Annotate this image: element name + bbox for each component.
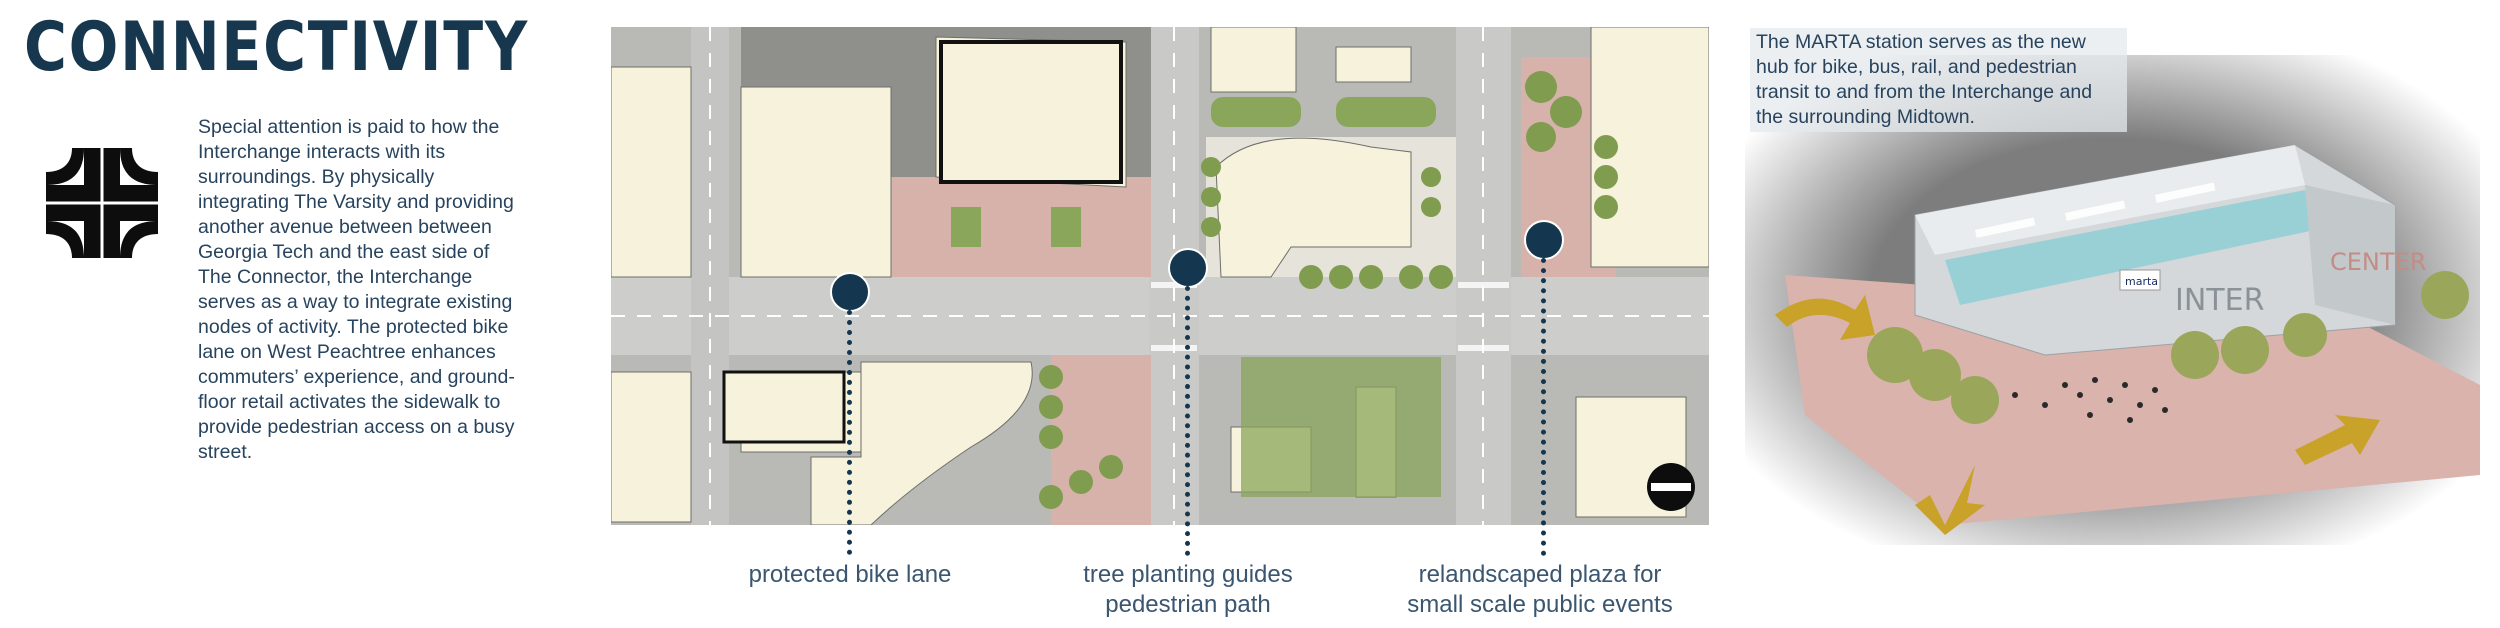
marta-station-render: INTER CENTER marta xyxy=(1745,55,2480,545)
callout-plaza-line2: small scale public events xyxy=(1407,591,1673,618)
arrow-left-icon xyxy=(1775,295,1875,340)
sign-marta: marta xyxy=(2125,275,2158,288)
leader-tree-planting xyxy=(1185,286,1190,556)
sign-inter: INTER xyxy=(2175,283,2264,318)
arrow-down-icon xyxy=(1915,465,1985,535)
callout-plaza-line1: relandscaped plaza for xyxy=(1418,561,1662,588)
callout-bike-lane-text: protected bike lane xyxy=(748,561,952,588)
leader-plaza xyxy=(1541,258,1546,556)
marker-bike-lane xyxy=(830,272,870,312)
callout-plaza: relandscaped plaza for small scale publi… xyxy=(1380,560,1700,620)
callout-tree-planting: tree planting guides pedestrian path xyxy=(1038,560,1338,620)
page-title: CONNECTIVITY xyxy=(24,8,529,87)
intro-paragraph: Special attention is paid to how the Int… xyxy=(198,116,515,463)
interchange-icon xyxy=(46,148,158,258)
marker-plaza xyxy=(1524,220,1564,260)
arrow-right-icon xyxy=(2295,415,2380,465)
marker-tree-planting xyxy=(1168,248,1208,288)
site-plan-map xyxy=(611,27,1709,525)
callout-tree-line2: pedestrian path xyxy=(1105,591,1271,618)
callout-bike-lane: protected bike lane xyxy=(700,560,1000,590)
leader-bike-lane xyxy=(847,310,852,555)
callout-tree-line1: tree planting guides xyxy=(1083,561,1293,588)
render-caption: The MARTA station serves as the new hub … xyxy=(1750,28,2127,132)
sign-center: CENTER xyxy=(2330,248,2426,276)
